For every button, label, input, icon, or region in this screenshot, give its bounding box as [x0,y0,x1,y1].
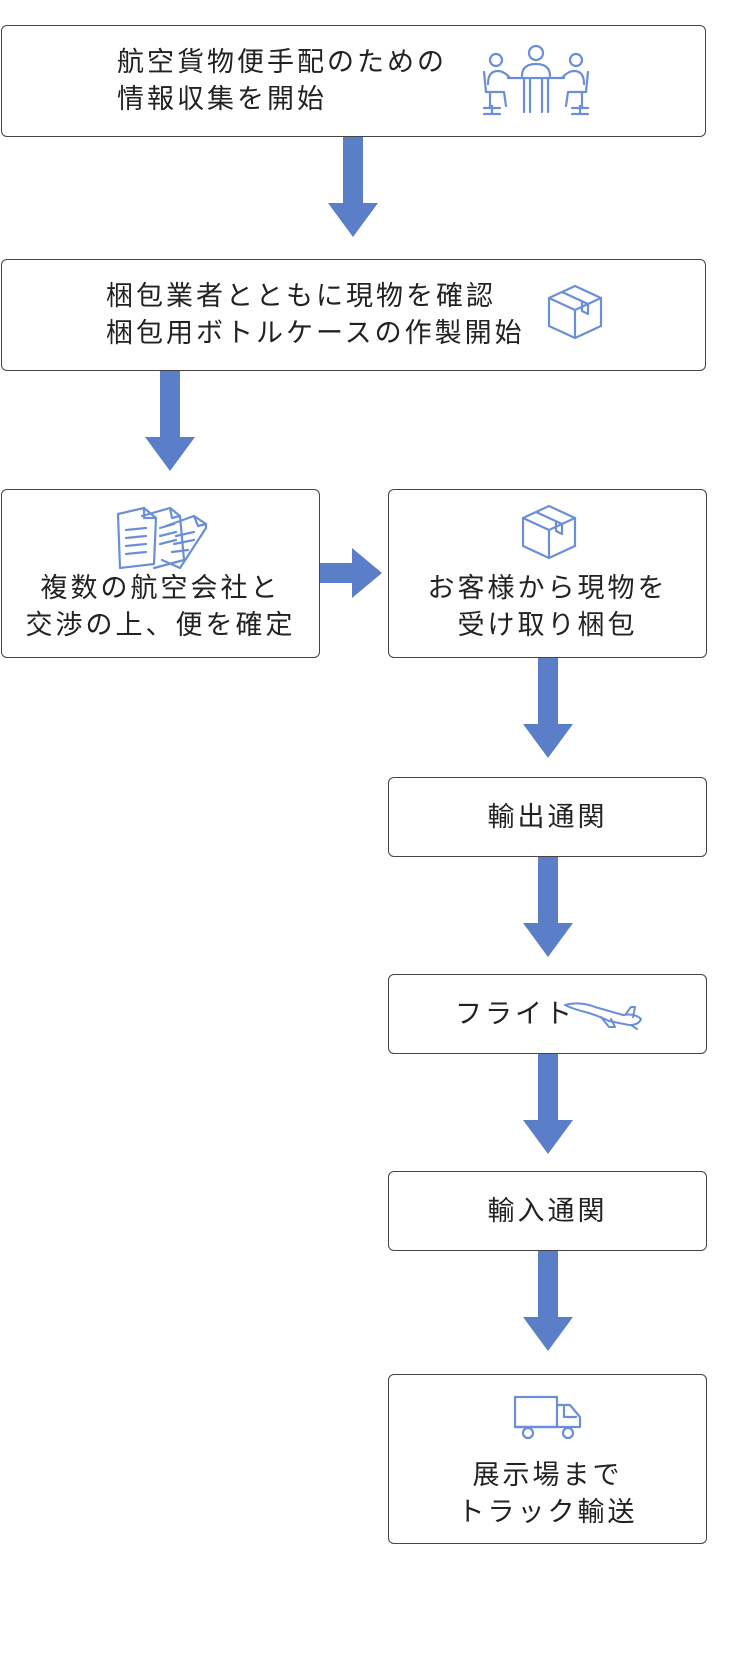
arrow-down-4 [523,857,573,957]
step-truck-line1: 展示場まで [472,1460,623,1491]
step-airline-negotiation: 複数の航空会社と 交渉の上、便を確定 [1,489,320,658]
arrow-down-3 [523,658,573,758]
step-receive-text: お客様から現物を 受け取り梱包 [389,570,706,644]
arrow-down-1 [328,137,378,237]
step-receive-line1: お客様から現物を [427,573,668,604]
airplane-icon [561,997,645,1033]
step-receive-packing: お客様から現物を 受け取り梱包 [388,489,707,658]
box-icon [545,282,605,342]
step-info-gathering: 航空貨物便手配のための 情報収集を開始 [1,25,706,137]
step-info-line1: 航空貨物便手配のための [117,47,447,78]
arrow-down-2 [145,371,195,471]
step-airline-line1: 複数の航空会社と [40,573,281,604]
step-export-text: 輸出通関 [487,802,608,833]
box-icon [519,502,579,562]
step-export-customs: 輸出通関 [388,777,707,857]
step-flight-text: フライト [455,999,575,1030]
step-truck-line2: トラック輸送 [457,1497,638,1528]
step-airline-line2: 交渉の上、便を確定 [25,610,296,641]
step-packing-check: 梱包業者とともに現物を確認 梱包用ボトルケースの作製開始 [1,259,706,371]
step-truck-transport: 展示場まで トラック輸送 [388,1374,707,1544]
arrow-down-5 [523,1054,573,1154]
step-packing-line2: 梱包用ボトルケースの作製開始 [106,318,525,349]
step-packing-text: 梱包業者とともに現物を確認 梱包用ボトルケースの作製開始 [106,278,525,352]
arrow-right [320,548,382,598]
documents-icon [114,502,210,572]
meeting-icon [478,44,594,116]
step-airline-text: 複数の航空会社と 交渉の上、便を確定 [2,570,319,644]
step-info-text: 航空貨物便手配のための 情報収集を開始 [117,44,447,118]
truck-icon [512,1393,584,1441]
step-receive-line2: 受け取り梱包 [457,610,638,641]
step-import-text: 輸入通関 [487,1196,608,1227]
step-truck-text: 展示場まで トラック輸送 [389,1457,706,1531]
step-flight: フライト [388,974,707,1054]
step-info-line2: 情報収集を開始 [117,84,327,115]
arrow-down-6 [523,1251,573,1351]
step-import-customs: 輸入通関 [388,1171,707,1251]
step-packing-line1: 梱包業者とともに現物を確認 [106,281,496,312]
